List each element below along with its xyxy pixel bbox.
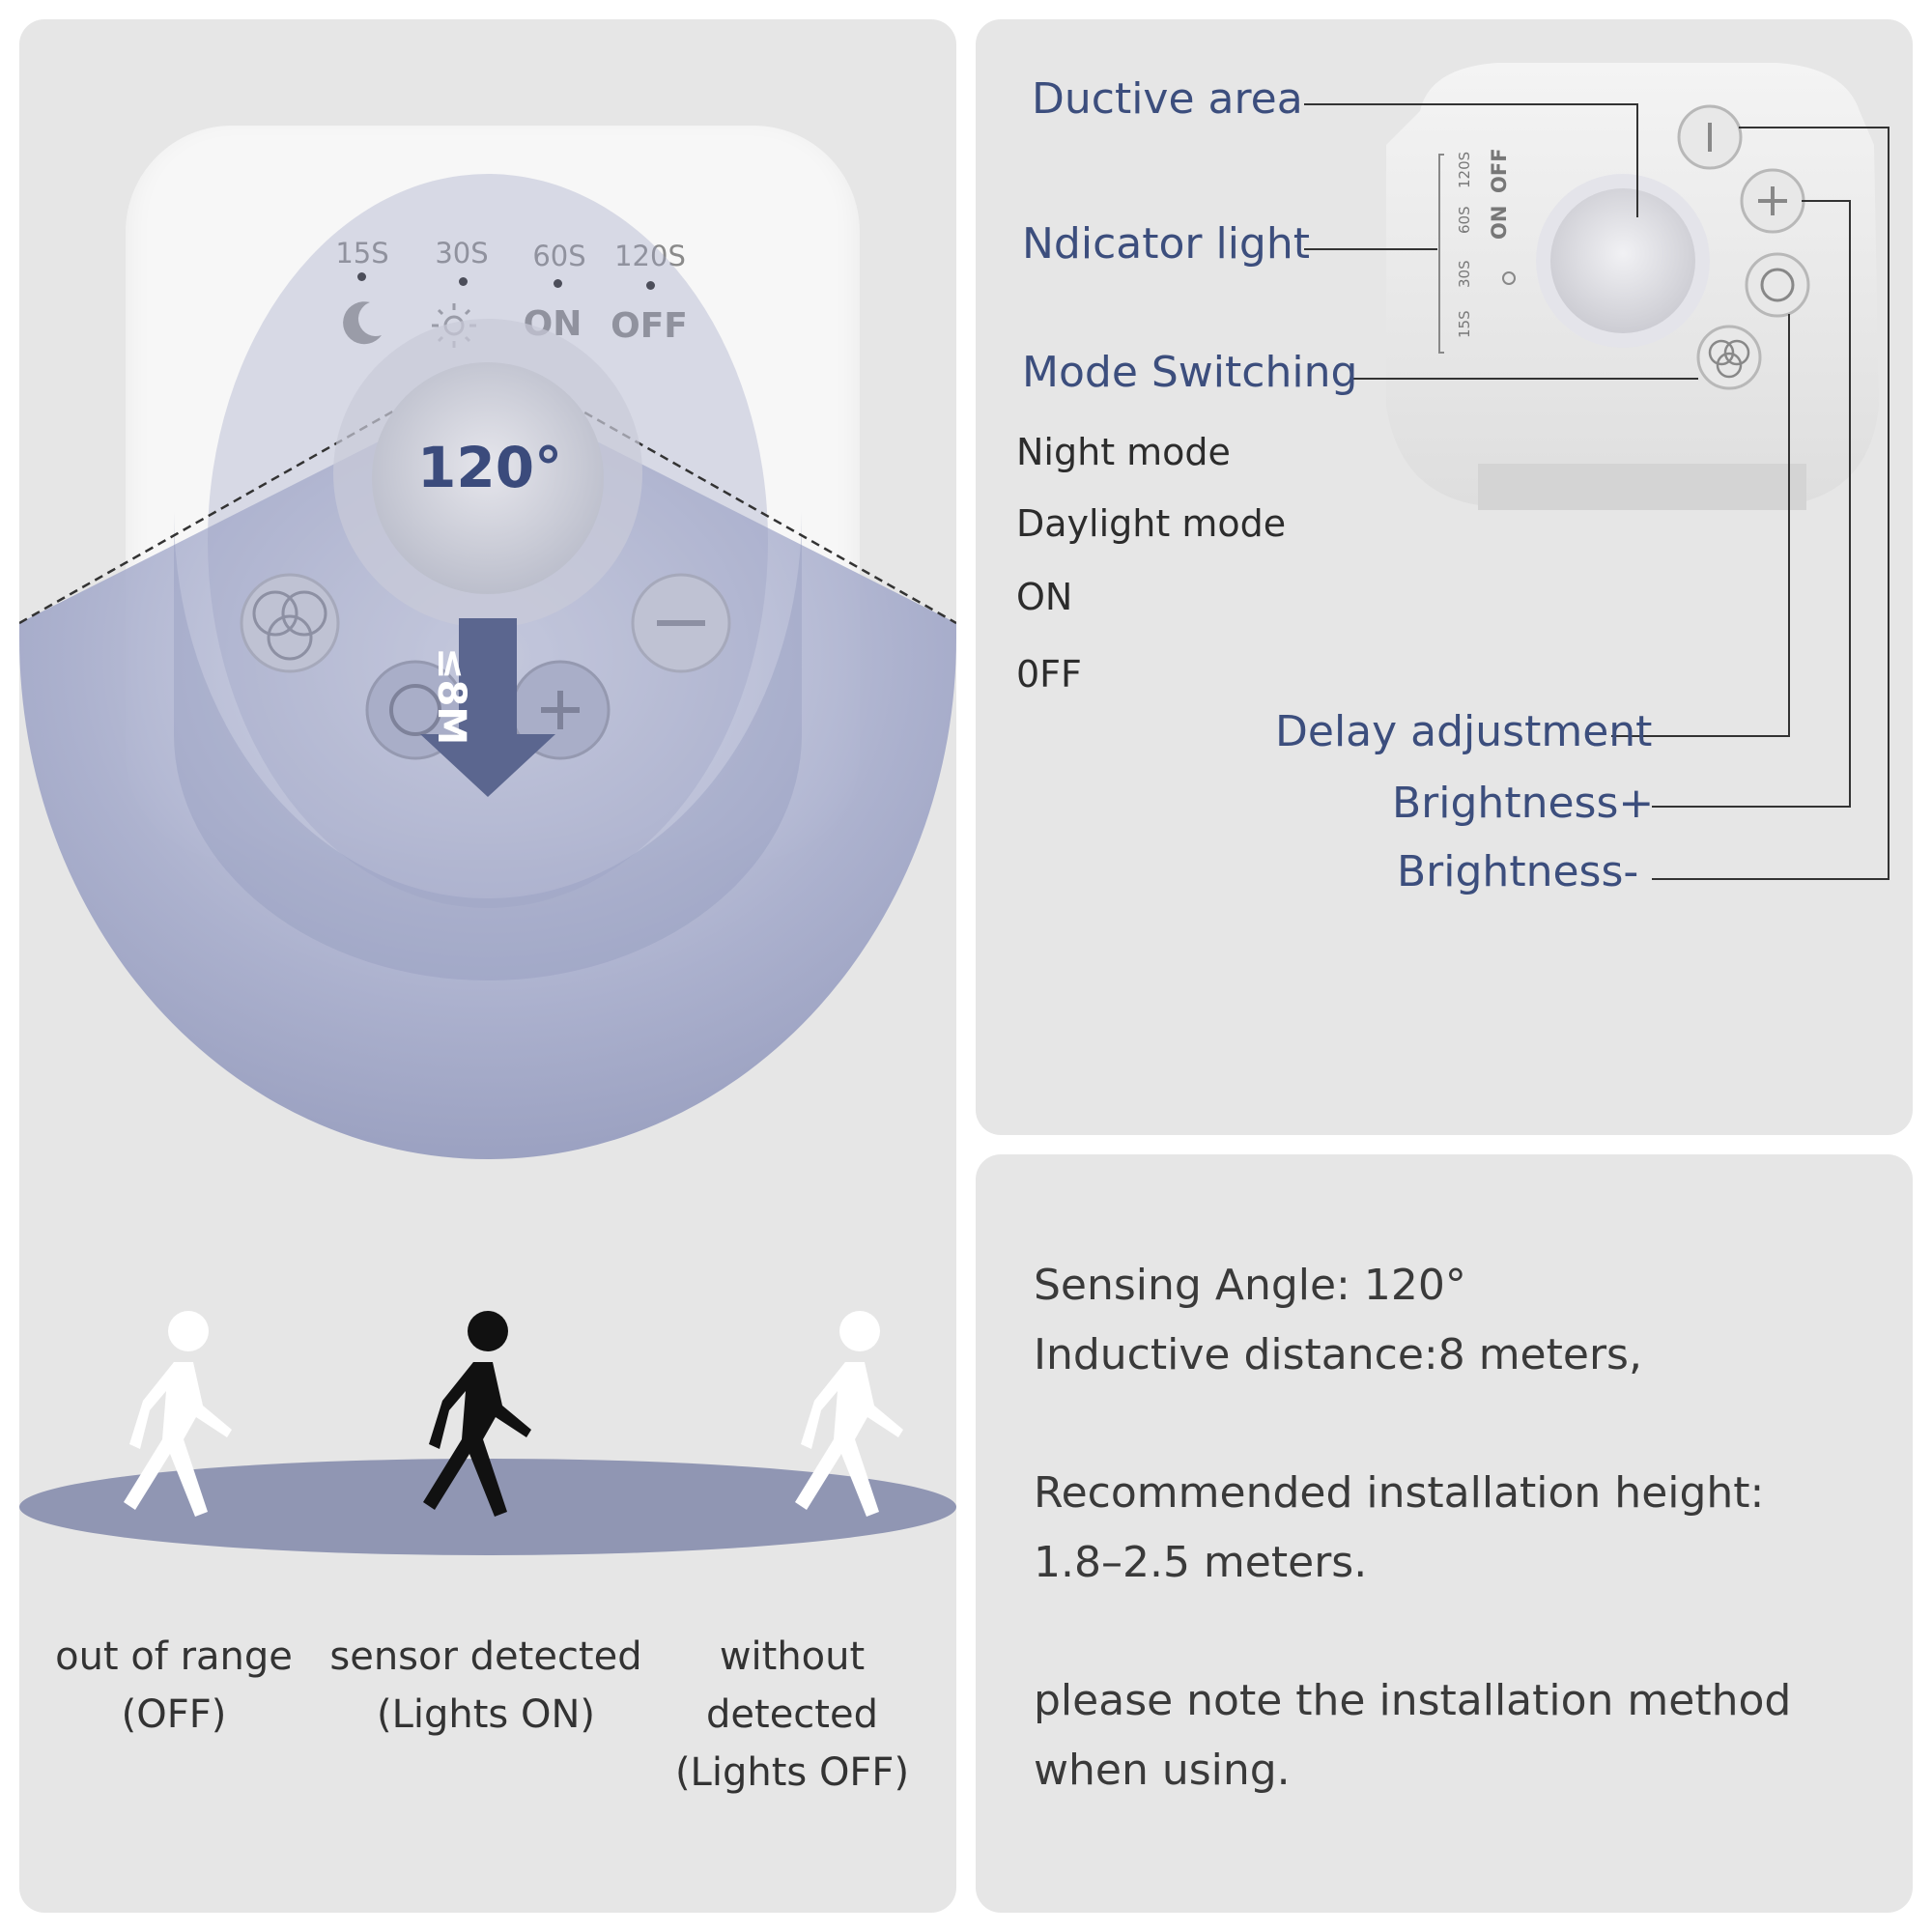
caption-line: sensor detected [329, 1634, 642, 1679]
sensing-area-diagram [19, 174, 956, 1159]
small-timer-30s: 30S [1456, 260, 1473, 288]
led-off-label: OFF [611, 306, 688, 346]
led-label-120s: 120S [614, 240, 686, 272]
walker-caption-out-of-range: out of range (OFF) [19, 1628, 333, 1744]
led-dot [554, 279, 562, 288]
walker-caption-not-detected: without detected (Lights OFF) [633, 1628, 952, 1802]
sensor-range-panel: 15S 30S 60S 120S ON OFF [19, 19, 956, 1913]
specs-panel: Sensing Angle: 120° Inductive distance:8… [976, 1154, 1913, 1913]
led-label-30s: 30S [435, 237, 489, 270]
led-label-60s: 60S [532, 240, 586, 272]
callout-delay-adjustment: Delay adjustment [1275, 707, 1653, 756]
callout-indicator-light: Ndicator light [1022, 219, 1310, 269]
caption-line: without detected [706, 1634, 878, 1737]
led-dot [357, 272, 366, 281]
controls-diagram [1304, 63, 1889, 880]
spec-sensing-angle: Sensing Angle: 120° [1034, 1261, 1466, 1310]
callout-brightness-plus: Brightness+ [1392, 779, 1655, 828]
mode-night: Night mode [1016, 431, 1231, 473]
spec-note-line2: when using. [1034, 1746, 1291, 1795]
sensing-angle-label: 120° [417, 435, 563, 500]
callout-brightness-minus: Brightness- [1397, 847, 1639, 896]
small-timer-60s: 60S [1456, 206, 1473, 234]
led-dot [646, 281, 655, 290]
mode-daylight: Daylight mode [1016, 502, 1287, 545]
sensing-distance-label: ≤8M [429, 647, 473, 746]
walker-out-of-range-icon [124, 1311, 232, 1517]
mode-on: ON [1016, 576, 1073, 618]
spec-height-label: Recommended installation height: [1034, 1468, 1765, 1518]
callout-mode-switching: Mode Switching [1022, 348, 1358, 397]
spec-note-line1: please note the installation method [1034, 1676, 1792, 1725]
small-off-label: OFF [1488, 148, 1511, 193]
moon-icon [343, 301, 382, 345]
walker-not-detected-icon [795, 1311, 903, 1517]
small-timer-15s: 15S [1456, 310, 1473, 338]
led-dot [459, 277, 468, 286]
caption-line: (Lights ON) [377, 1692, 595, 1737]
walker-detected-icon [423, 1311, 531, 1517]
controls-panel: 15S 30S 60S 120S ON OFF Ductive area Ndi… [976, 19, 1913, 1135]
caption-line: (OFF) [121, 1692, 227, 1737]
floor-range [19, 1459, 956, 1555]
small-on-label: ON [1488, 205, 1511, 240]
spec-height-value: 1.8–2.5 meters. [1034, 1538, 1368, 1587]
walker-caption-detected: sensor detected (Lights ON) [327, 1628, 645, 1744]
caption-line: (Lights OFF) [674, 1750, 910, 1795]
small-timer-120s: 120S [1456, 151, 1473, 188]
led-label-15s: 15S [335, 237, 389, 270]
callout-ductive-area: Ductive area [1032, 74, 1303, 124]
spec-inductive-distance: Inductive distance:8 meters, [1034, 1330, 1642, 1379]
caption-line: out of range [55, 1634, 293, 1679]
mode-off: 0FF [1016, 653, 1082, 696]
